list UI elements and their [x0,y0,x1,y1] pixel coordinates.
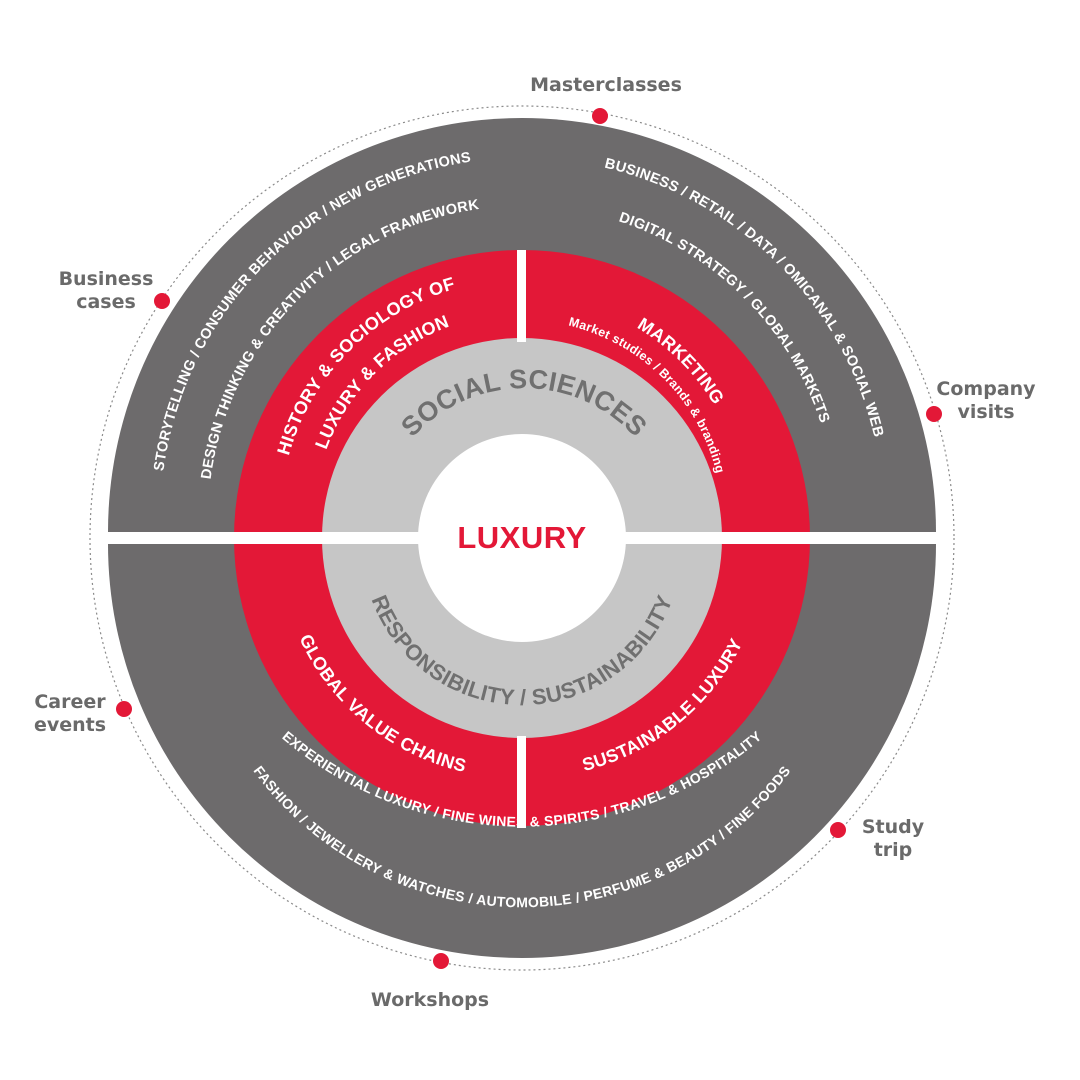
study-trip-dot [830,822,846,838]
company-visits-label-line2: visits [957,401,1014,423]
center-title: LUXURY [457,520,586,555]
outer-dotted-circle [89,105,955,971]
career-events-dot [116,701,132,717]
company-visits-dot [926,406,942,422]
workshops-label: Workshops [371,989,489,1011]
business-cases-label-line2: cases [76,291,136,313]
study-trip-label-line2: trip [874,839,913,861]
divider-horizontal-right [620,532,944,544]
business-cases-label-line1: Business [59,268,154,290]
workshops-dot [433,953,449,969]
study-trip-label-line1: Study [862,816,925,838]
business-cases-dot [154,293,170,309]
masterclasses-dot [592,108,608,124]
career-events-label-line1: Career [34,691,106,713]
masterclasses-label: Masterclasses [530,74,682,96]
company-visits-label-line1: Company [936,378,1036,400]
divider-horizontal-left [100,532,424,544]
divider-vertical-bottom [517,736,526,828]
career-events-label-line2: events [34,714,106,736]
divider-vertical-top [517,250,526,342]
center-circle [418,434,626,642]
